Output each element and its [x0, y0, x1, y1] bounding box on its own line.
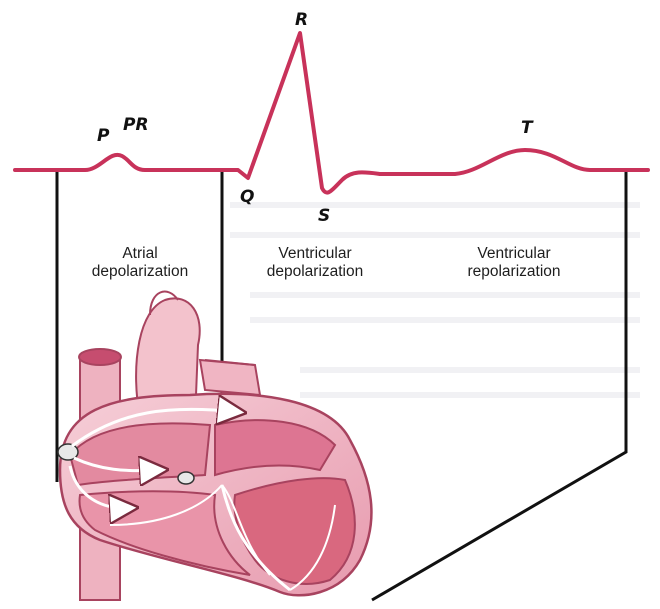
background-texture — [230, 205, 640, 395]
s-wave-label: S — [318, 206, 330, 226]
ventricular-depolarization-label-line2: depolarization — [267, 263, 364, 280]
av-node — [178, 472, 194, 484]
atrial-label-line1: Atrial — [122, 245, 157, 262]
ecg-trace — [15, 33, 648, 193]
r-wave-label: R — [295, 10, 308, 30]
heart-illustration — [58, 292, 371, 600]
ventricular-repolarization-label-line2: repolarization — [467, 263, 560, 280]
p-wave-label: P — [97, 126, 110, 146]
pr-segment-label: PR — [123, 115, 149, 135]
q-wave-label: Q — [240, 187, 254, 207]
ventricular-repolarization-label-line1: Ventricular — [477, 245, 550, 262]
t-wave-label: T — [521, 118, 534, 138]
atrial-label-line2: depolarization — [92, 263, 189, 280]
ventricular-depolarization-label-line1: Ventricular — [278, 245, 351, 262]
